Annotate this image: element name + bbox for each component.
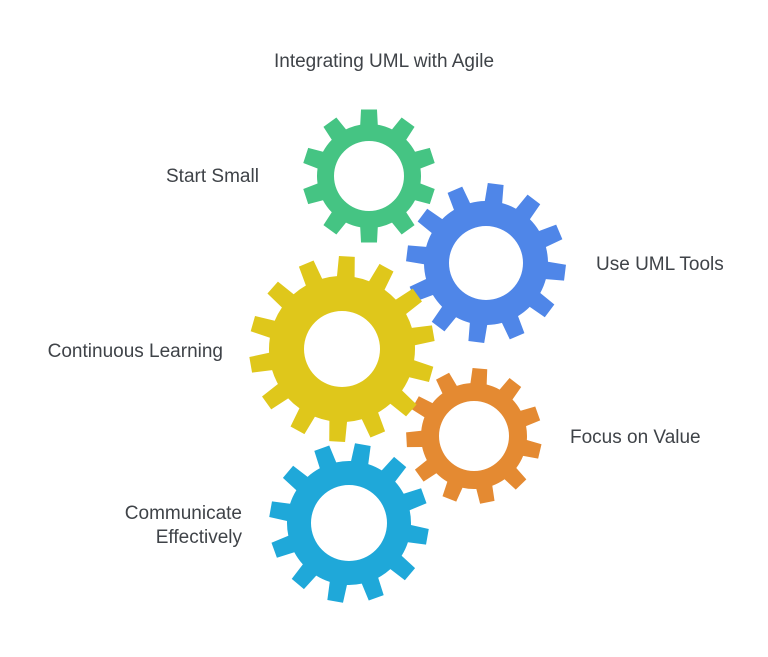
gear-icon-continuous-learning — [249, 256, 435, 442]
gear-icon-start-small — [303, 109, 435, 243]
gear-icon-communicate-effectively — [269, 443, 429, 603]
diagram-title: Integrating UML with Agile — [273, 51, 495, 72]
label-start-small: Start Small — [166, 166, 259, 187]
label-focus-on-value: Focus on Value — [570, 427, 701, 448]
label-communicate-effectively-line1: Communicate — [124, 503, 242, 524]
label-continuous-learning: Continuous Learning — [47, 341, 223, 362]
gear-icon-focus-on-value — [406, 368, 542, 504]
gear-icon-use-uml-tools — [406, 183, 566, 343]
label-use-uml-tools: Use UML Tools — [596, 254, 724, 275]
label-communicate-effectively-line2: Effectively — [155, 527, 242, 548]
